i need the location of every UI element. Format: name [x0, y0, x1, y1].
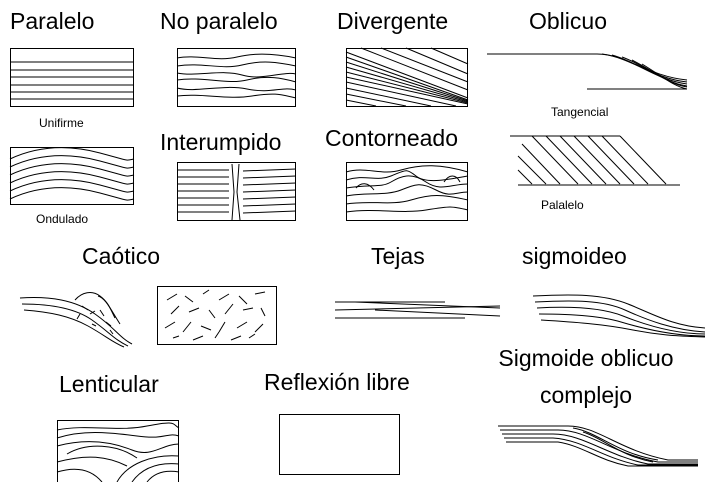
tejas-diagram	[334, 301, 501, 319]
sigmoideo-diagram	[532, 294, 706, 338]
title-interumpido: Interumpido	[160, 129, 282, 155]
title-oblicuo: Oblicuo	[529, 8, 607, 34]
oblicuo-tangencial-diagram	[487, 53, 688, 90]
title-lenticular: Lenticular	[59, 371, 159, 397]
title-contorneado: Contorneado	[325, 125, 458, 151]
title-paralelo: Paralelo	[10, 8, 95, 34]
title-divergente: Divergente	[337, 8, 449, 34]
title-sigmoide-oblicuo-line1: Sigmoide oblicuo	[498, 345, 674, 371]
caotico-sigmoid-diagram	[19, 292, 133, 348]
oblicuo-palalelo-diagram	[510, 135, 680, 186]
title-tejas: Tejas	[371, 243, 425, 269]
title-sigmoideo: sigmoideo	[522, 243, 627, 269]
caption-unifirme: Unifirme	[39, 116, 84, 130]
ondulado-diagram	[9, 147, 135, 205]
lenticular-diagram	[56, 420, 180, 482]
no-paralelo-diagram	[176, 48, 297, 107]
paralelo-unifirme-diagram	[10, 48, 134, 107]
caption-ondulado: Ondulado	[36, 212, 89, 226]
reflexion-libre-diagram	[279, 414, 400, 475]
title-no-paralelo: No paralelo	[160, 8, 278, 34]
title-sigmoide-oblicuo-line2: complejo	[539, 382, 633, 408]
contorneado-diagram	[345, 162, 469, 221]
sigmoide-oblicuo-complejo-diagram	[498, 425, 698, 467]
interumpido-diagram	[177, 162, 297, 221]
caotico-box-diagram	[157, 286, 277, 345]
title-reflexion-libre: Reflexión libre	[264, 369, 410, 395]
divergente-diagram	[345, 47, 469, 107]
title-caotico: Caótico	[82, 243, 160, 269]
caption-palalelo: Palalelo	[541, 198, 584, 212]
caption-tangencial: Tangencial	[551, 105, 609, 119]
